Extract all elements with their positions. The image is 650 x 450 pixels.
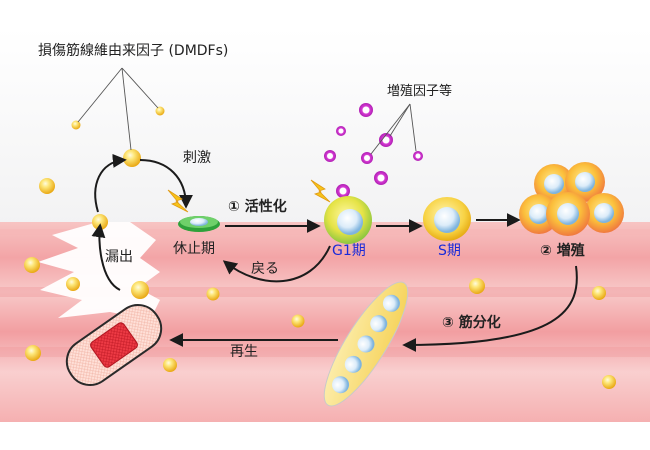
myotube-cell <box>323 281 409 407</box>
growth-factor-particles <box>324 103 423 198</box>
growth-factor-pointer-lines <box>370 103 417 155</box>
lightning-bolt-icon <box>167 189 189 213</box>
s-phase-cell <box>423 197 471 241</box>
stimulus-label: 刺激 <box>183 150 211 166</box>
bandage-icon <box>65 303 163 387</box>
quiescent-phase-label: 休止期 <box>173 241 215 257</box>
growth-factor-label: 増殖因子等 <box>387 84 453 99</box>
differentiation-arrow <box>402 265 578 352</box>
quiescent-cell <box>178 216 220 232</box>
dmdf-pointer-lines <box>77 67 159 151</box>
lightning-bolt-icon <box>310 179 331 203</box>
leak-label: 漏出 <box>105 249 133 265</box>
g1-phase-label: G1期 <box>332 243 366 259</box>
proliferating-cells <box>519 162 624 236</box>
tissue-damage-tear <box>38 222 160 320</box>
leak-arrow <box>91 223 121 291</box>
return-arrow <box>222 245 331 283</box>
stimulus-arrow <box>139 159 193 209</box>
dmdf-label: 損傷筋線維由来因子 (DMDFs) <box>38 43 229 59</box>
proliferation-label: ② 増殖 <box>540 243 585 259</box>
regeneration-label: 再生 <box>230 344 258 360</box>
dmdf-particles <box>24 106 616 389</box>
return-label: 戻る <box>251 261 279 277</box>
s-phase-label: S期 <box>438 243 461 259</box>
leak-to-stimulus-arrow <box>94 153 127 213</box>
differentiation-label: ③ 筋分化 <box>442 315 501 331</box>
g1-cell <box>324 196 372 244</box>
activation-label: ① 活性化 <box>228 199 287 215</box>
